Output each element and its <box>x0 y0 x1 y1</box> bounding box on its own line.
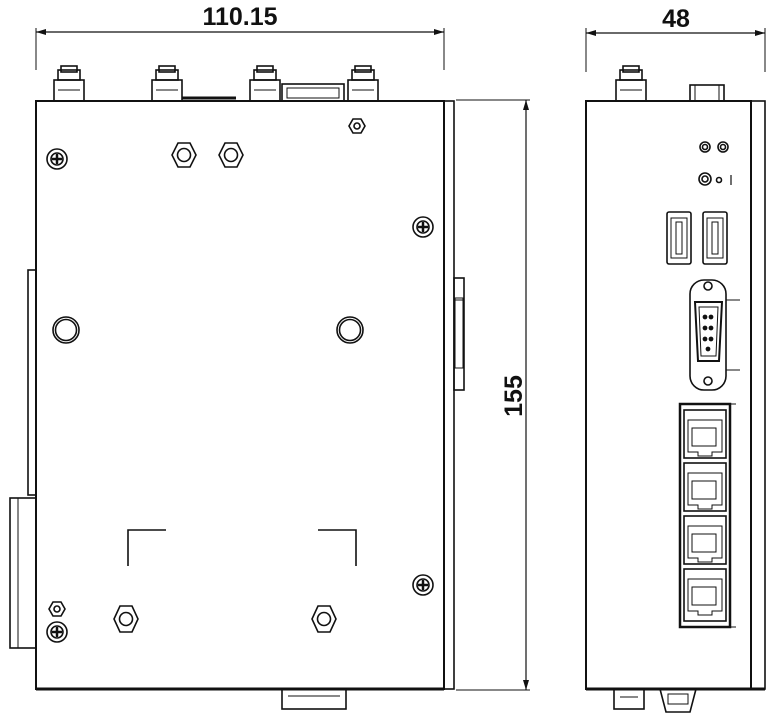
top-serial-connector <box>281 83 345 102</box>
height-dimension-label: 155 <box>500 375 528 417</box>
side-connector-outline <box>453 277 465 391</box>
width-dimension: 110.15 <box>35 3 445 70</box>
antenna-connector-1 <box>53 65 85 102</box>
front-view <box>9 65 465 710</box>
ethernet-port-1 <box>683 409 727 459</box>
screw-icon-right-upper <box>412 216 434 238</box>
antenna-connector-3 <box>249 65 281 102</box>
mounting-hole-left <box>52 316 80 344</box>
led-indicator-1 <box>699 141 711 153</box>
corner-mark-left <box>127 529 166 566</box>
din-rail-clip-upper <box>27 269 37 496</box>
power-button <box>698 172 712 186</box>
side-flange <box>443 100 455 690</box>
hex-nut-small <box>348 118 366 134</box>
usb-port-2 <box>702 211 728 265</box>
corner-mark-right <box>318 529 357 566</box>
hex-standoff-4 <box>311 605 337 633</box>
side-bottom-clip <box>658 688 698 713</box>
bottom-connector <box>281 688 347 710</box>
hex-standoff-1 <box>171 142 197 168</box>
front-view-body <box>35 100 445 690</box>
side-view-rear-strip <box>750 100 766 690</box>
led-indicator-2 <box>717 141 729 153</box>
mounting-hole-right <box>336 316 364 344</box>
antenna-connector-4 <box>347 65 379 102</box>
depth-dimension: 48 <box>585 5 766 72</box>
ethernet-port-2 <box>683 462 727 512</box>
usb-port-1 <box>666 211 692 265</box>
screw-icon-bottom-left <box>46 621 68 643</box>
hex-nut-bottom-left <box>48 601 66 617</box>
ethernet-port-4 <box>683 568 727 622</box>
power-led <box>715 176 723 184</box>
height-dimension: 155 <box>456 99 530 691</box>
screw-icon-right-lower <box>412 574 434 596</box>
side-view <box>585 65 766 713</box>
antenna-connector-2 <box>151 65 183 102</box>
side-antenna-connector <box>615 65 647 102</box>
hex-standoff-2 <box>218 142 244 168</box>
din-rail-clip-lower <box>9 497 37 649</box>
screw-icon-top-left <box>46 148 68 170</box>
serial-port-db9 <box>689 279 740 391</box>
width-dimension-label: 110.15 <box>202 3 277 31</box>
ethernet-port-block <box>678 402 736 629</box>
side-top-connector <box>689 84 725 102</box>
hex-standoff-3 <box>113 605 139 633</box>
ethernet-port-3 <box>683 515 727 565</box>
depth-dimension-label: 48 <box>662 5 690 33</box>
side-bottom-connector <box>613 688 645 710</box>
